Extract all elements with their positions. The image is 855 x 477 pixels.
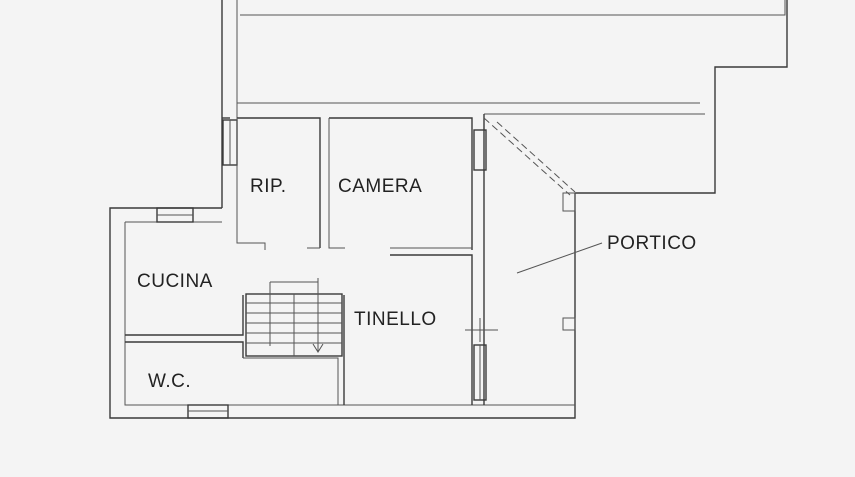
upper-outline (221, 0, 788, 208)
room-label-rip: RIP. (250, 176, 287, 197)
room-label-wc: W.C. (148, 371, 192, 392)
tinello-marker (465, 318, 498, 342)
room-label-camera: CAMERA (338, 176, 423, 197)
cucina-wc-walls (125, 295, 345, 405)
room-label-tinello: TINELLO (354, 309, 437, 330)
room-label-cucina: CUCINA (137, 271, 213, 292)
staircase (245, 278, 343, 357)
room-label-portico: PORTICO (607, 233, 697, 254)
rip-room-walls (236, 117, 321, 250)
portico-walls (483, 114, 603, 405)
windows (156, 119, 487, 419)
camera-room-walls (328, 117, 473, 405)
